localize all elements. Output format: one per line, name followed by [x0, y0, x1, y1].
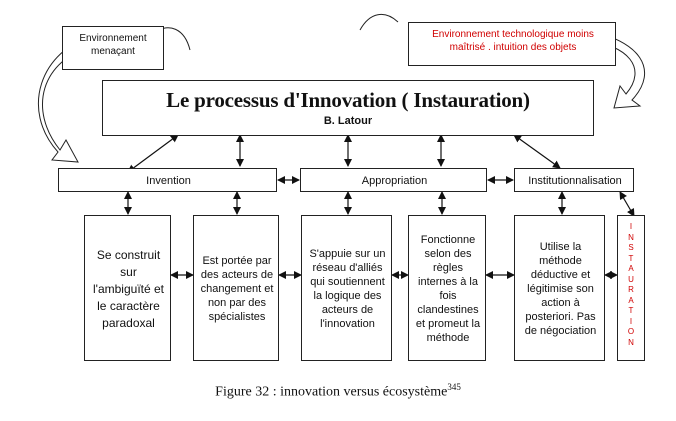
instauration-letter: I: [629, 222, 633, 231]
arrow-main-institution: [513, 134, 561, 169]
env-tech-label: Environnement technologique moins maîtri…: [432, 29, 594, 53]
stage-invention-box: Invention: [58, 168, 277, 192]
author-label: B. Latour: [323, 115, 373, 127]
figure-caption: Figure 32 : innovation versus écosystème…: [0, 382, 676, 401]
instauration-letter: N: [628, 232, 634, 242]
arrow-inst-instauration: [619, 191, 635, 217]
desc-text-4: Fonctionne selon des règles internes à l…: [415, 234, 481, 344]
instauration-letter: A: [628, 264, 634, 273]
main-title: Le processus d'Innovation ( Instauration…: [166, 88, 530, 112]
stage-institutionnalisation-box: Institutionnalisation: [514, 168, 634, 192]
env-threat-label: Environnement menaçant: [79, 33, 147, 57]
desc-box-5: Utilise la méthode déductive et légitimi…: [514, 215, 605, 361]
curved-arrow-left: [37, 34, 96, 163]
instauration-letter: U: [628, 274, 634, 284]
env-threat-box: Environnement menaçant: [62, 26, 164, 70]
arrow-main-invention: [127, 134, 179, 173]
stage-institutionnalisation-label: Institutionnalisation: [528, 175, 622, 187]
instauration-letter: R: [628, 285, 634, 294]
desc-box-2: Est portée par des acteurs de changement…: [193, 215, 279, 361]
curved-arrow-right: [584, 29, 645, 109]
instauration-letter: I: [629, 316, 633, 326]
desc-text-1: Se construit sur l'ambiguïté et le carac…: [93, 247, 164, 330]
env-tech-box: Environnement technologique moins maîtri…: [408, 22, 616, 66]
caption-text: Figure 32 : innovation versus écosystème: [215, 384, 448, 400]
stage-invention-label: Invention: [146, 175, 191, 187]
stage-appropriation-label: Appropriation: [361, 175, 428, 187]
desc-box-1: Se construit sur l'ambiguïté et le carac…: [84, 215, 171, 361]
desc-text-5: Utilise la méthode déductive et légitimi…: [524, 241, 597, 337]
desc-box-3: S'appuie sur un réseau d'alliés qui sout…: [301, 215, 392, 361]
instauration-letter: S: [628, 243, 634, 252]
main-process-box: Le processus d'Innovation ( Instauration…: [102, 80, 594, 136]
caption-footnote: 345: [447, 382, 461, 392]
desc-text-3: S'appuie sur un réseau d'alliés qui sout…: [309, 248, 386, 330]
instauration-letter: O: [627, 327, 635, 336]
instauration-letter: T: [628, 306, 634, 315]
desc-text-2: Est portée par des acteurs de changement…: [200, 255, 274, 323]
instauration-letter: N: [628, 337, 634, 347]
instauration-letter: A: [628, 295, 634, 305]
stage-appropriation-box: Appropriation: [300, 168, 487, 192]
desc-box-4: Fonctionne selon des règles internes à l…: [408, 215, 486, 361]
instauration-letter: T: [628, 253, 634, 263]
